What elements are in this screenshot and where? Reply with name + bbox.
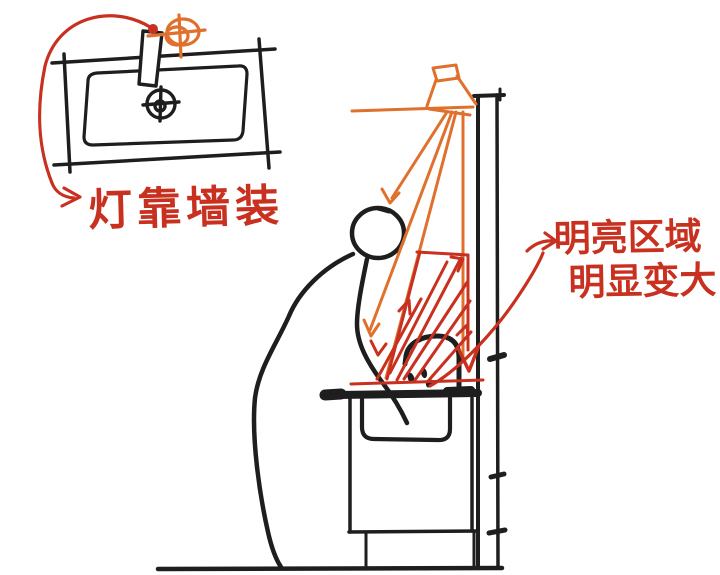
sink-basin-top-view [82,64,249,147]
wall [472,87,508,570]
wall-tick-middle [488,471,507,480]
drain-icon [141,85,181,123]
light-position-symbol [146,13,207,59]
wall-tick-upper [487,352,507,362]
plan-note-label: 灯靠墙装 [87,180,285,237]
counter-highlight-line [349,378,485,386]
bright-area-label-line2: 明显变大 [568,258,717,304]
ceiling-lamp-icon [350,63,478,117]
faucet-top-view [137,29,164,88]
sink-basin-side-view [359,395,453,443]
plan-view [37,13,282,208]
floor-line [155,565,505,572]
bright-area-arrow [428,231,558,388]
person-arm [354,256,410,426]
down-arrowhead [457,346,480,373]
sink-cabinet [319,388,482,569]
elevation-view [155,63,558,572]
wall-tick-lower [486,527,508,536]
person-figure [251,205,410,570]
person-back [251,251,356,570]
light-position-arrow [37,14,158,208]
counter-outline-top-view [50,37,282,174]
bright-area-hatch [349,250,485,386]
person-head [349,205,407,261]
bright-area-label-line1: 明亮区域 [553,214,702,261]
bright-area-label: 明亮区域 明显变大 [553,215,716,305]
